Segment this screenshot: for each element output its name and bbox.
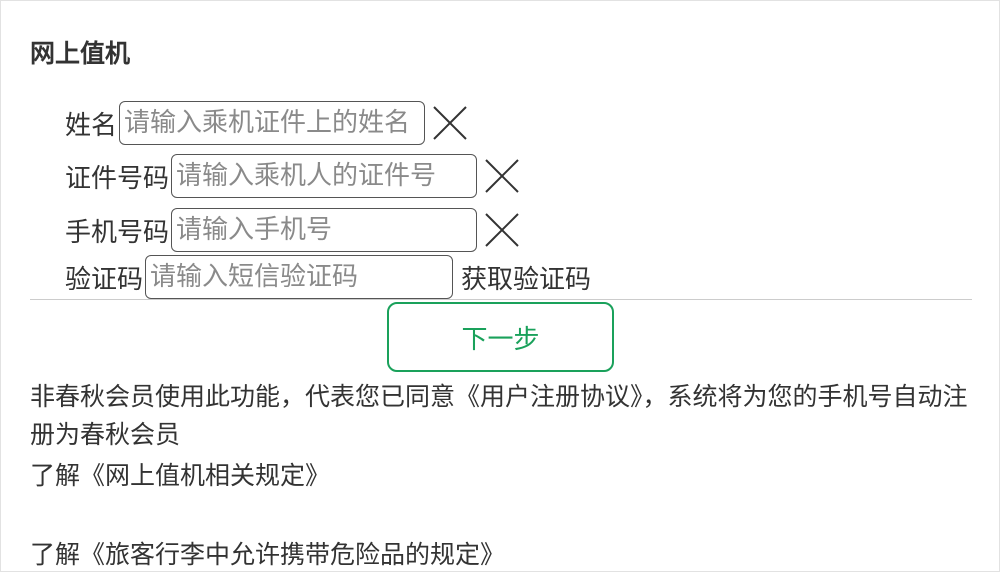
phone-input[interactable]	[171, 208, 478, 252]
id-number-input[interactable]	[171, 154, 478, 198]
name-label: 姓名	[65, 110, 118, 141]
page-title: 网上值机	[30, 39, 131, 68]
divider	[30, 299, 972, 300]
dangerous-goods-link[interactable]: 了解《旅客行李中允许携带危险品的规定》	[30, 540, 506, 569]
id-number-label: 证件号码	[65, 163, 170, 194]
registration-notice: 非春秋会员使用此功能，代表您已同意《用户注册协议》，系统将为您的手机号自动注册为…	[30, 382, 968, 449]
code-row: 验证码 获取验证码	[65, 255, 591, 299]
code-label: 验证码	[65, 264, 144, 295]
phone-row: 手机号码	[65, 208, 521, 252]
clear-id-number-icon[interactable]	[483, 157, 521, 195]
next-button[interactable]: 下一步	[387, 302, 614, 372]
name-row: 姓名	[65, 101, 469, 145]
get-code-button[interactable]: 获取验证码	[461, 264, 592, 295]
code-input[interactable]	[145, 255, 454, 299]
name-input[interactable]	[119, 101, 426, 145]
checkin-rules-link[interactable]: 了解《网上值机相关规定》	[30, 461, 331, 490]
clear-phone-icon[interactable]	[483, 211, 521, 249]
phone-label: 手机号码	[65, 217, 170, 248]
id-number-row: 证件号码	[65, 154, 521, 198]
clear-name-icon[interactable]	[431, 104, 469, 142]
